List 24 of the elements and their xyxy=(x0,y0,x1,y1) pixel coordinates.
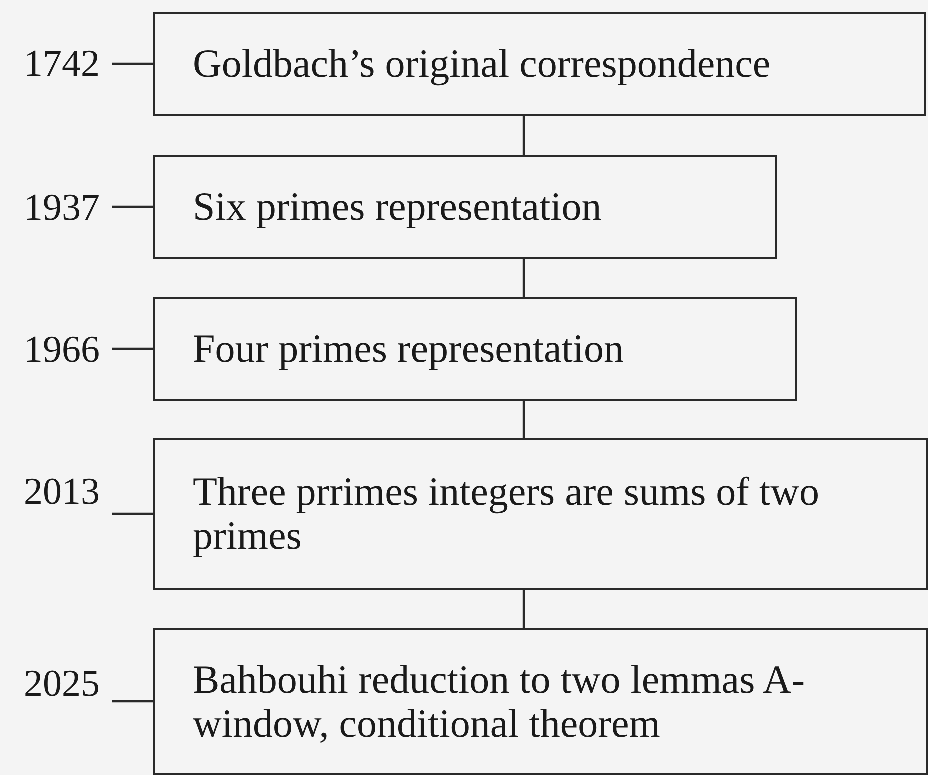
connector-line xyxy=(522,590,526,628)
event-box xyxy=(153,12,926,116)
event-box xyxy=(153,438,928,590)
event-text: Bahbouhi reduction to two lemmas A-window, conditional theorem xyxy=(193,658,806,746)
connector-line xyxy=(522,116,526,155)
event-box xyxy=(153,628,928,775)
connector-line xyxy=(112,348,153,350)
connector-line xyxy=(112,62,153,66)
event-box xyxy=(153,155,777,259)
year-label: 1937 xyxy=(0,186,100,230)
connector-line xyxy=(522,401,526,438)
connector-line xyxy=(112,700,153,703)
event-text: Six primes representation xyxy=(193,185,602,229)
year-label: 2025 xyxy=(0,662,100,706)
event-box xyxy=(153,297,797,401)
year-label: 1742 xyxy=(0,42,100,86)
connector-line xyxy=(112,206,153,208)
event-text: Goldbach’s original correspondence xyxy=(193,42,771,86)
event-text: Four primes representation xyxy=(193,327,624,371)
year-label: 1966 xyxy=(0,328,100,372)
connector-line xyxy=(112,512,153,516)
event-text: Three prrimes integers are sums of two primes xyxy=(193,470,820,558)
year-label: 2013 xyxy=(0,470,100,514)
connector-line xyxy=(522,259,526,297)
